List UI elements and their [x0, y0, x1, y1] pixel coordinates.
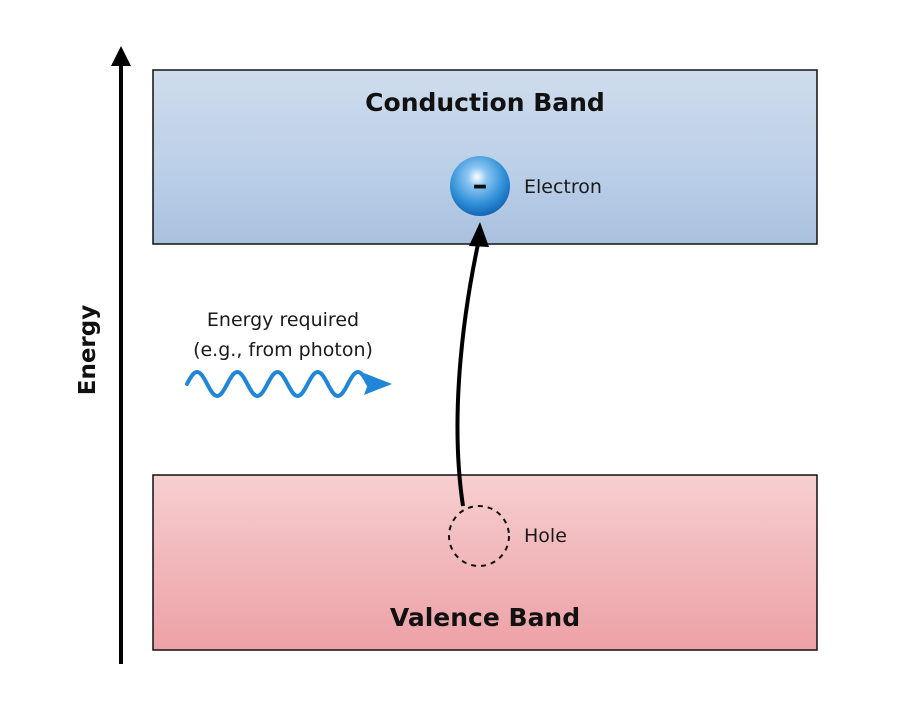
photon: Energy required (e.g., from photon): [185, 309, 392, 399]
electron-charge-symbol: –: [473, 168, 488, 203]
energy-axis-arrowhead: [111, 46, 131, 66]
photon-label-line1: Energy required: [207, 309, 359, 331]
hole-label: Hole: [524, 525, 567, 547]
excitation-arrow-curve: [455, 243, 480, 507]
electron-label: Electron: [524, 176, 602, 198]
photon-arrowhead-icon: [364, 373, 392, 395]
hole-dashed-circle-icon: [448, 505, 510, 567]
photon-wave-icon: [185, 369, 370, 399]
valence-band-rect: [152, 474, 818, 651]
valence-band-title: Valence Band: [390, 603, 580, 632]
energy-axis-label: Energy: [75, 305, 101, 395]
valence-band: Valence Band: [152, 474, 818, 651]
conduction-band-title: Conduction Band: [365, 88, 605, 117]
electron-sphere-icon: [450, 156, 510, 216]
photon-label-line2: (e.g., from photon): [193, 339, 373, 361]
energy-axis: Energy: [75, 46, 131, 664]
electron: – Electron: [450, 156, 602, 216]
hole: Hole: [448, 505, 567, 567]
excitation-arrow: [455, 222, 489, 507]
excitation-arrowhead-icon: [469, 222, 489, 247]
